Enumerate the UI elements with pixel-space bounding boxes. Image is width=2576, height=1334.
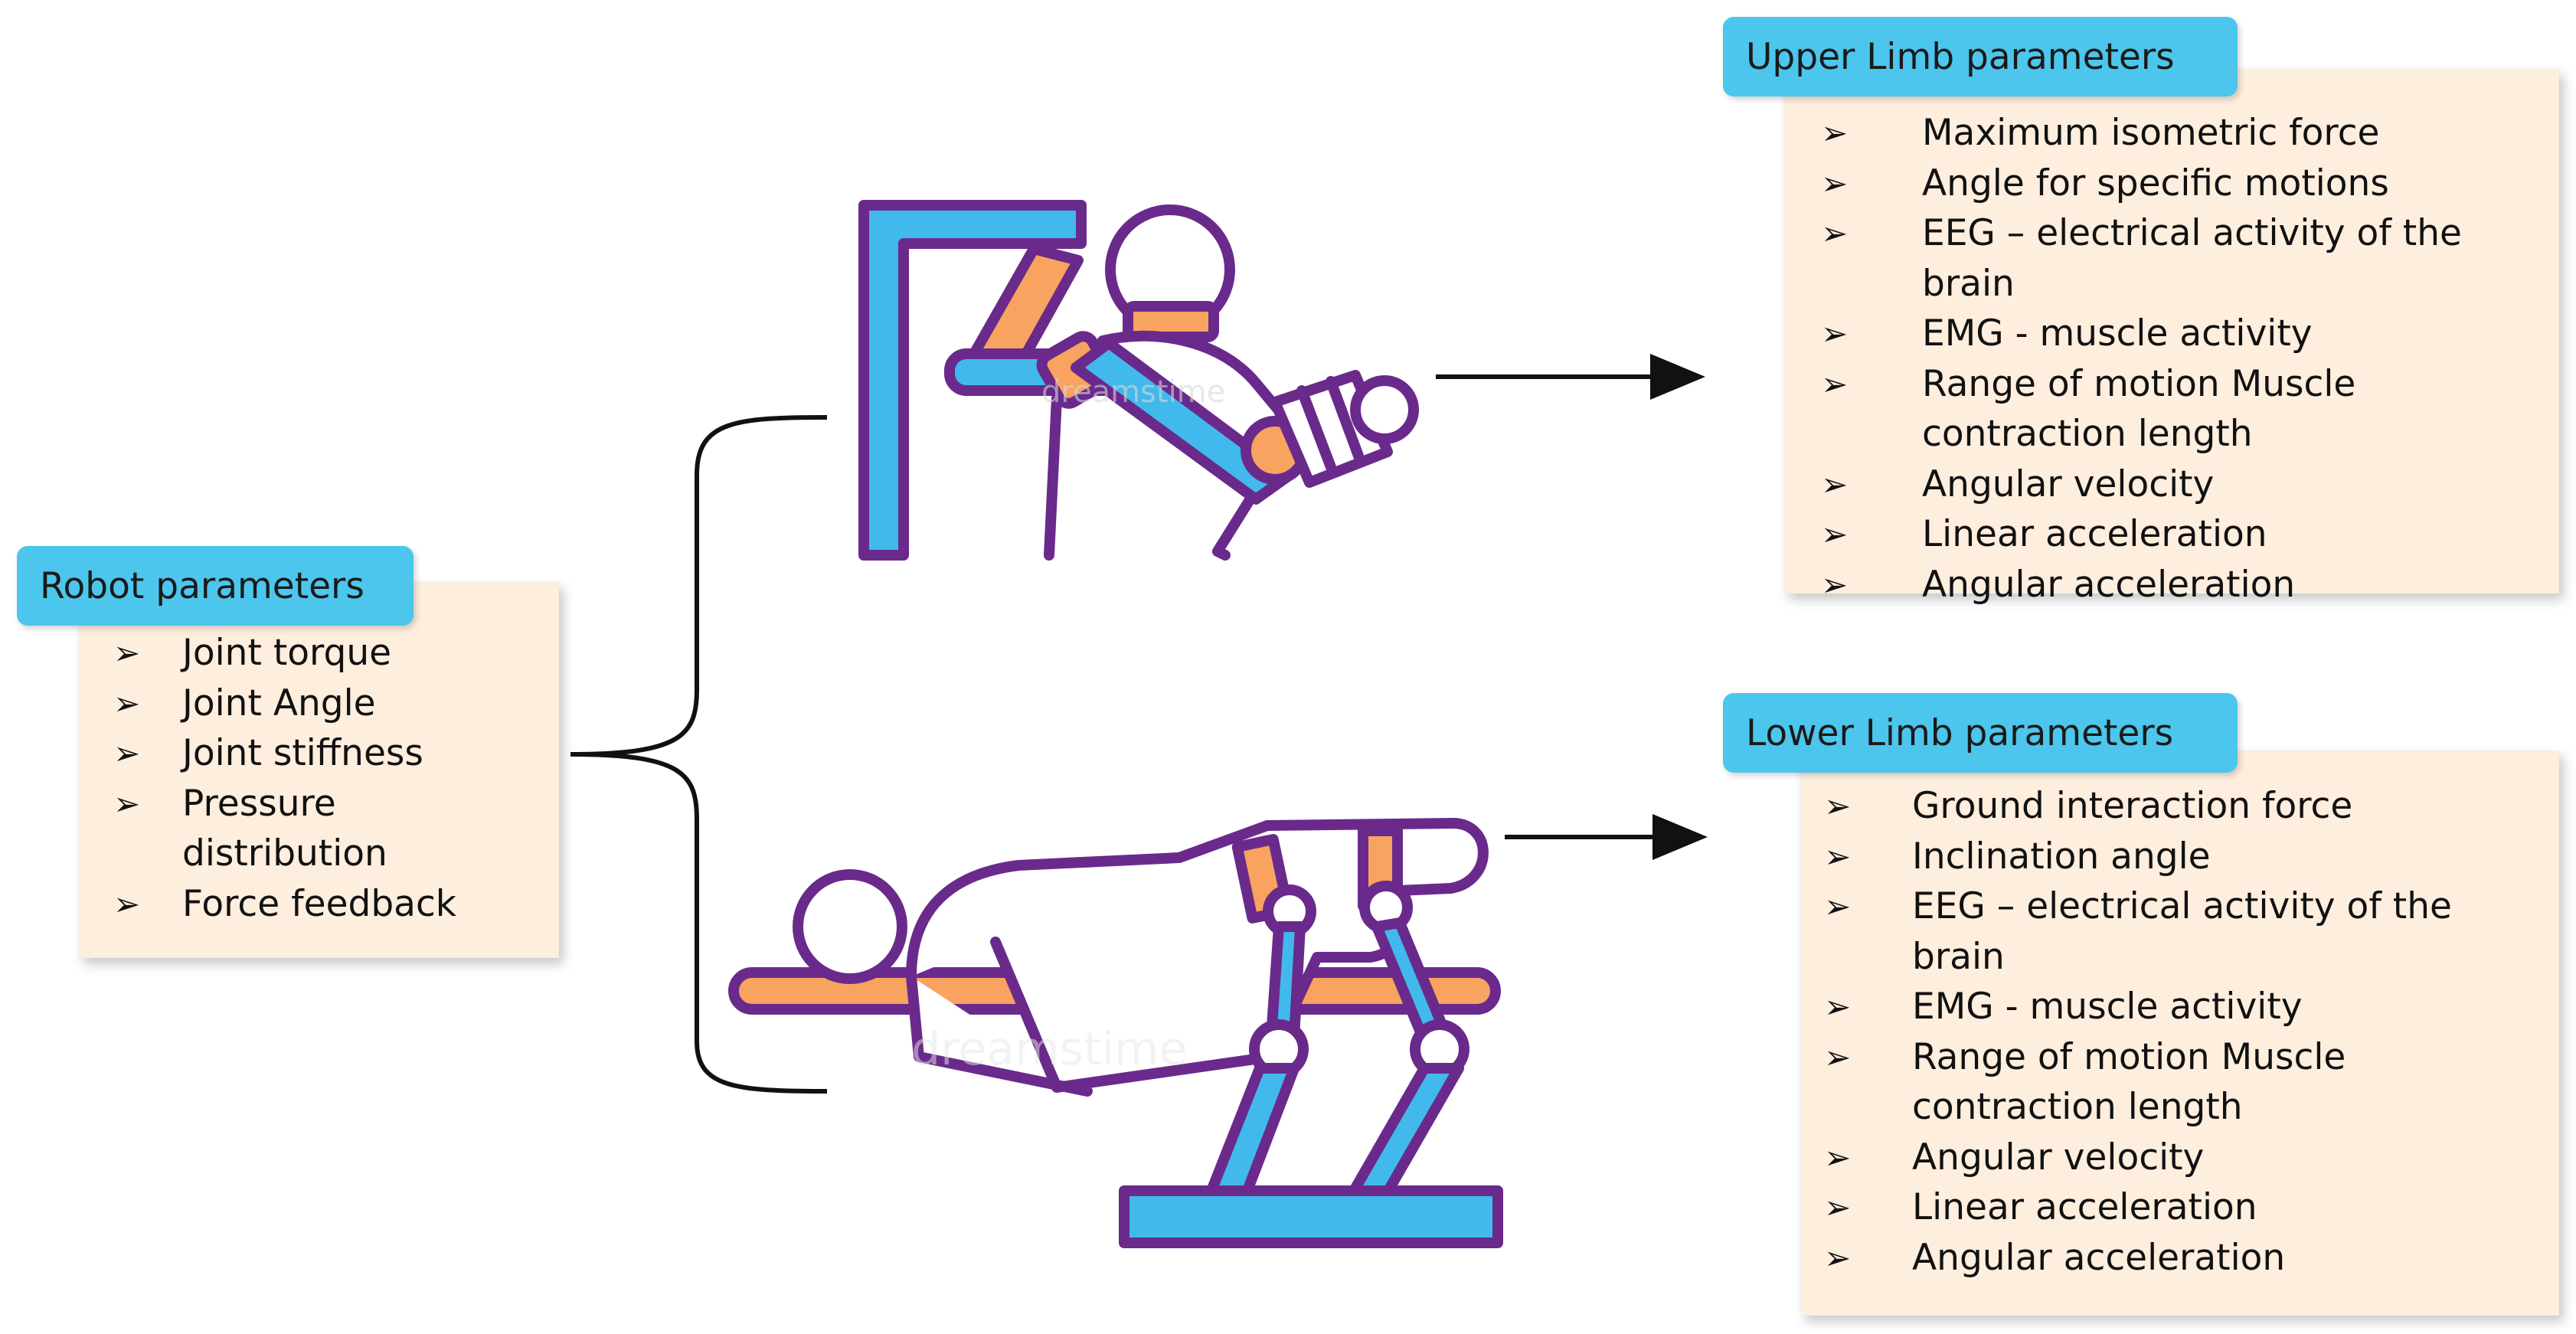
arrow-bullet-icon: ➢ [113,784,141,822]
arrow-bullet-icon: ➢ [1821,515,1849,553]
lower-limb-parameters-list: ➢Ground interaction force ➢Inclination a… [1824,781,2551,1283]
list-item: ➢Inclination angle [1824,832,2551,882]
arrow-bullet-icon: ➢ [1821,164,1849,202]
lower-limb-parameters-title: Lower Limb parameters [1723,693,2238,773]
list-item: ➢Linear acceleration [1821,509,2556,560]
list-item: ➢Maximum isometric force [1821,108,2556,159]
list-item: ➢Range of motion Muscle contraction leng… [1824,1032,2387,1133]
arrow-bullet-icon: ➢ [1824,888,1852,925]
curly-brace [570,415,828,1094]
arrow-bullet-icon: ➢ [113,734,141,772]
arrow-bullet-icon: ➢ [1824,1038,1852,1076]
arrow-bullet-icon: ➢ [1824,1238,1852,1277]
arrow-bullet-icon: ➢ [1824,837,1852,875]
arrow-bullet-icon: ➢ [1821,465,1849,503]
arrow-bullet-icon: ➢ [1824,1138,1852,1176]
list-item: ➢EEG – electrical activity of the brain [1824,881,2551,982]
list-item: ➢Angular acceleration [1824,1233,2551,1283]
arrow-bullet-icon: ➢ [1821,565,1849,603]
list-item: ➢Force feedback [113,879,542,930]
arrow-bullet-icon: ➢ [1824,787,1852,825]
arrow-bullet-icon: ➢ [113,634,141,672]
list-item: ➢Angular velocity [1824,1133,2551,1183]
list-item: ➢Joint torque [113,628,542,678]
robot-parameters-title: Robot parameters [17,546,414,626]
svg-text:dreamstime: dreamstime [1041,374,1225,410]
list-item: ➢Angular velocity [1821,459,2556,510]
arrow-bullet-icon: ➢ [113,884,141,923]
upper-limb-parameters-panel: ➢Maximum isometric force ➢Angle for spec… [1784,69,2559,606]
arrow-bullet-icon: ➢ [1824,1189,1852,1226]
arrow-bullet-icon: ➢ [1821,315,1849,352]
list-item: ➢Linear acceleration [1824,1182,2551,1233]
list-item: ➢Joint stiffness [113,728,542,779]
list-item: ➢Angle for specific motions [1821,159,2556,209]
upper-limb-parameters-title: Upper Limb parameters [1723,17,2238,96]
arrow-bullet-icon: ➢ [1821,214,1849,252]
robot-parameters-panel: ➢Joint torque ➢Joint Angle ➢Joint stiffn… [79,582,559,958]
arrow-bullet-icon: ➢ [1821,114,1849,152]
list-item: ➢Range of motion Muscle contraction leng… [1821,359,2542,459]
list-item: ➢Angular acceleration [1821,560,2556,610]
lower-limb-parameters-panel: ➢Ground interaction force ➢Inclination a… [1801,750,2559,1316]
list-item: ➢Pressure distribution [113,779,435,879]
list-item: ➢Ground interaction force [1824,781,2551,832]
list-item: ➢Joint Angle [113,678,542,729]
lower-limb-rehab-robot-icon: dreamstime [728,818,1503,1248]
upper-limb-rehab-robot-icon: dreamstime [858,200,1419,561]
list-item: ➢EMG - muscle activity [1821,309,2556,359]
arrow-bullet-icon: ➢ [1824,988,1852,1025]
upper-limb-parameters-list: ➢Maximum isometric force ➢Angle for spec… [1821,108,2556,610]
svg-text:dreamstime: dreamstime [911,1022,1187,1076]
list-item: ➢EMG - muscle activity [1824,982,2551,1032]
arrow-bullet-icon: ➢ [113,684,141,722]
robot-parameters-list: ➢Joint torque ➢Joint Angle ➢Joint stiffn… [113,628,542,929]
list-item: ➢EEG – electrical activity of the brain [1821,208,2556,309]
arrow-bullet-icon: ➢ [1821,365,1849,403]
